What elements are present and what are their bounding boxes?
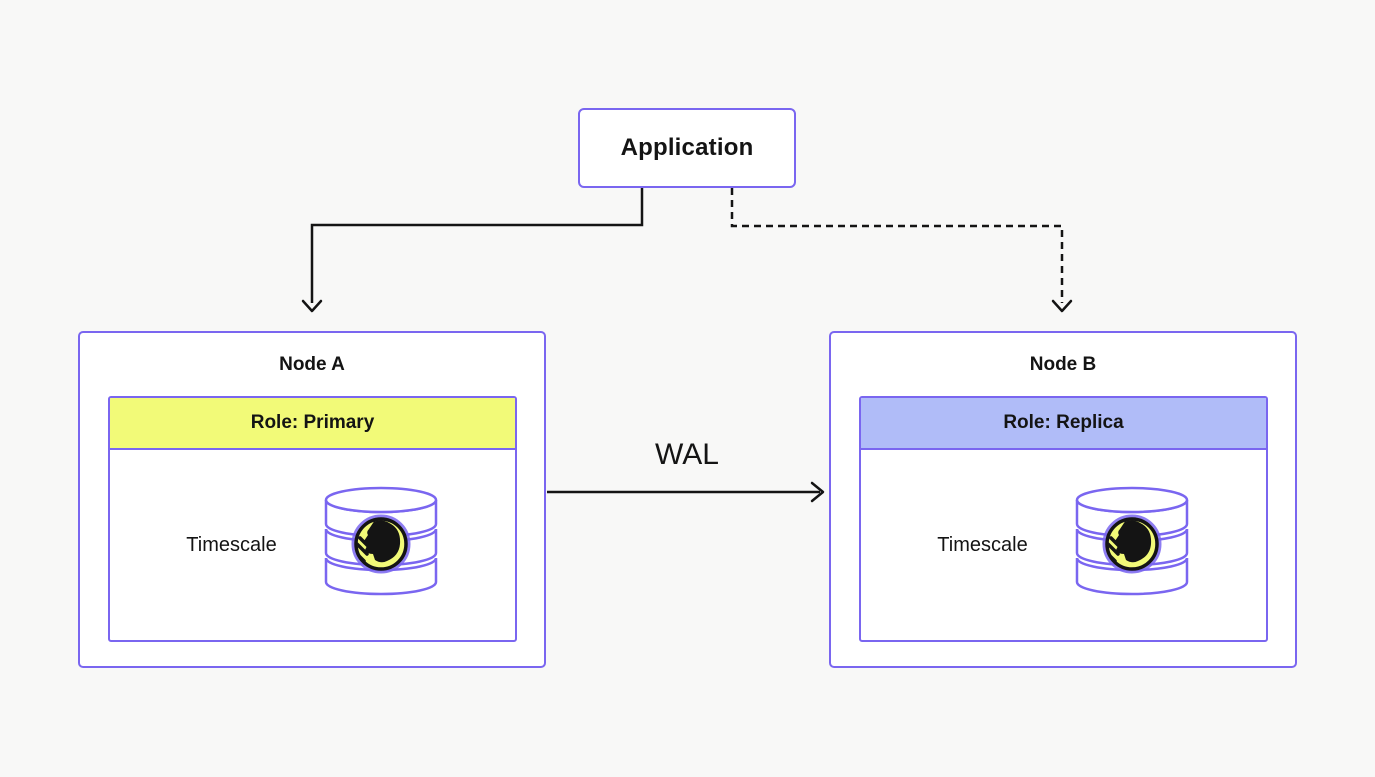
timescale-database-icon — [1074, 486, 1190, 604]
node-a-body: Timescale — [110, 450, 515, 640]
node-a-inner-box: Role: Primary Timescale — [108, 396, 517, 642]
node-a-role-label: Role: Primary — [250, 412, 375, 433]
node-b-db-label: Timescale — [937, 533, 1028, 556]
node-b-title: Node B — [1029, 354, 1097, 375]
node-a-role-header: Role: Primary — [110, 398, 515, 450]
timescale-database-icon — [323, 486, 439, 604]
node-b-role-header: Role: Replica — [861, 398, 1266, 450]
node-b-box: Node B Role: Replica Timescale — [829, 331, 1297, 668]
application-label: Application — [620, 134, 754, 161]
node-b-body: Timescale — [861, 450, 1266, 640]
node-b-role-label: Role: Replica — [1003, 412, 1124, 433]
node-a-title: Node A — [279, 354, 345, 375]
node-a-box: Node A Role: Primary Timescale — [78, 331, 546, 668]
node-a-db-label: Timescale — [186, 533, 277, 556]
application-box: Application — [578, 108, 796, 188]
wal-arrow — [547, 481, 825, 503]
app-to-node-b-arrow — [730, 188, 1073, 313]
app-to-node-a-arrow — [301, 188, 644, 313]
node-b-inner-box: Role: Replica Timescale — [859, 396, 1268, 642]
wal-label: WAL — [655, 438, 719, 471]
